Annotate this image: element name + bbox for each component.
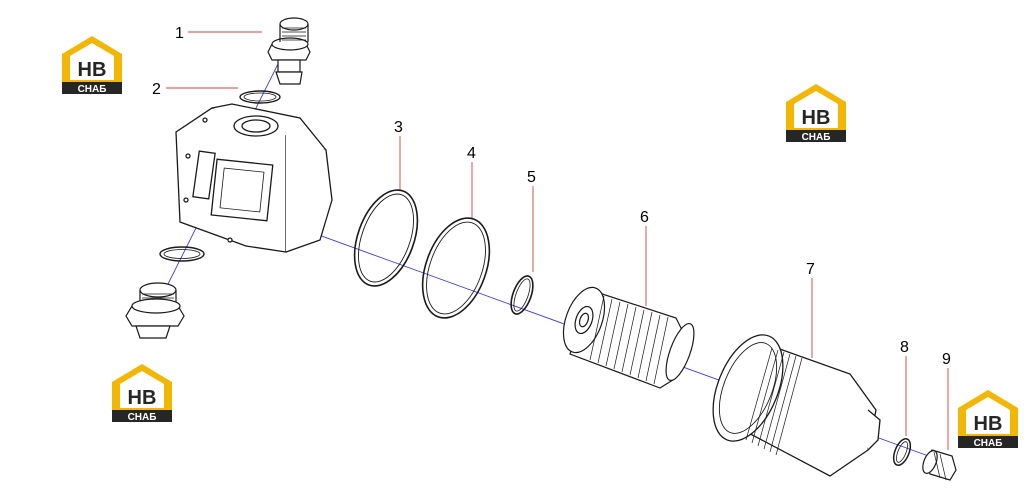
- bottom-fitting: [125, 282, 185, 339]
- part-4-large-o-ring: [421, 217, 491, 319]
- part-2-o-ring-inner: [243, 92, 277, 102]
- callout-8: 8: [900, 339, 909, 356]
- part-5-small-o-ring: [510, 275, 534, 315]
- filter-pleats: [589, 295, 669, 385]
- leader-lines: [166, 31, 949, 450]
- logo-top-right: HB CHAБ: [786, 84, 846, 143]
- callout-1: 1: [175, 25, 184, 42]
- logo-wordmark: HB: [802, 107, 831, 129]
- callout-7: 7: [806, 261, 815, 278]
- svg-text:HB: HB: [802, 107, 831, 129]
- lower-o-ring: [159, 246, 205, 262]
- callout-3: 3: [394, 119, 403, 136]
- svg-text:HB: HB: [974, 413, 1003, 435]
- bowl-threads: [745, 347, 803, 456]
- callout-6: 6: [640, 209, 649, 226]
- logo-caption: CHAБ: [78, 84, 107, 95]
- logo-top-left: HB CHAБ: [62, 36, 122, 95]
- logo-wordmark: HB: [128, 387, 157, 409]
- lower-o-ring-inner: [163, 249, 201, 259]
- logo-bottom-left: HB CHAБ: [112, 364, 172, 423]
- part-7-filter-bowl: [712, 334, 881, 477]
- part-2-o-ring: [239, 90, 281, 104]
- part-1-top-fitting: [267, 17, 311, 85]
- callout-5: 5: [527, 169, 536, 186]
- callout-9: 9: [942, 351, 951, 368]
- logo-wordmark: HB: [974, 413, 1003, 435]
- svg-text:HB: HB: [128, 387, 157, 409]
- filter-head-block: [175, 103, 333, 253]
- part-8-small-seal: [892, 438, 912, 466]
- part-6-filter-element: [562, 286, 695, 389]
- callout-4: 4: [467, 145, 476, 162]
- logo-bottom-right: HB CHAБ: [958, 390, 1018, 449]
- callout-numbers: 1 2 3 4 5 6 7 8 9: [152, 25, 951, 368]
- callout-2: 2: [152, 81, 161, 98]
- logo-wordmark: HB: [78, 59, 107, 81]
- part-3-large-o-ring: [353, 189, 419, 287]
- svg-text:HB: HB: [78, 59, 107, 81]
- logo-caption: CHAБ: [974, 438, 1003, 449]
- part-9-drain-plug: [922, 449, 957, 481]
- logo-caption: CHAБ: [128, 412, 157, 423]
- logo-caption: CHAБ: [802, 132, 831, 143]
